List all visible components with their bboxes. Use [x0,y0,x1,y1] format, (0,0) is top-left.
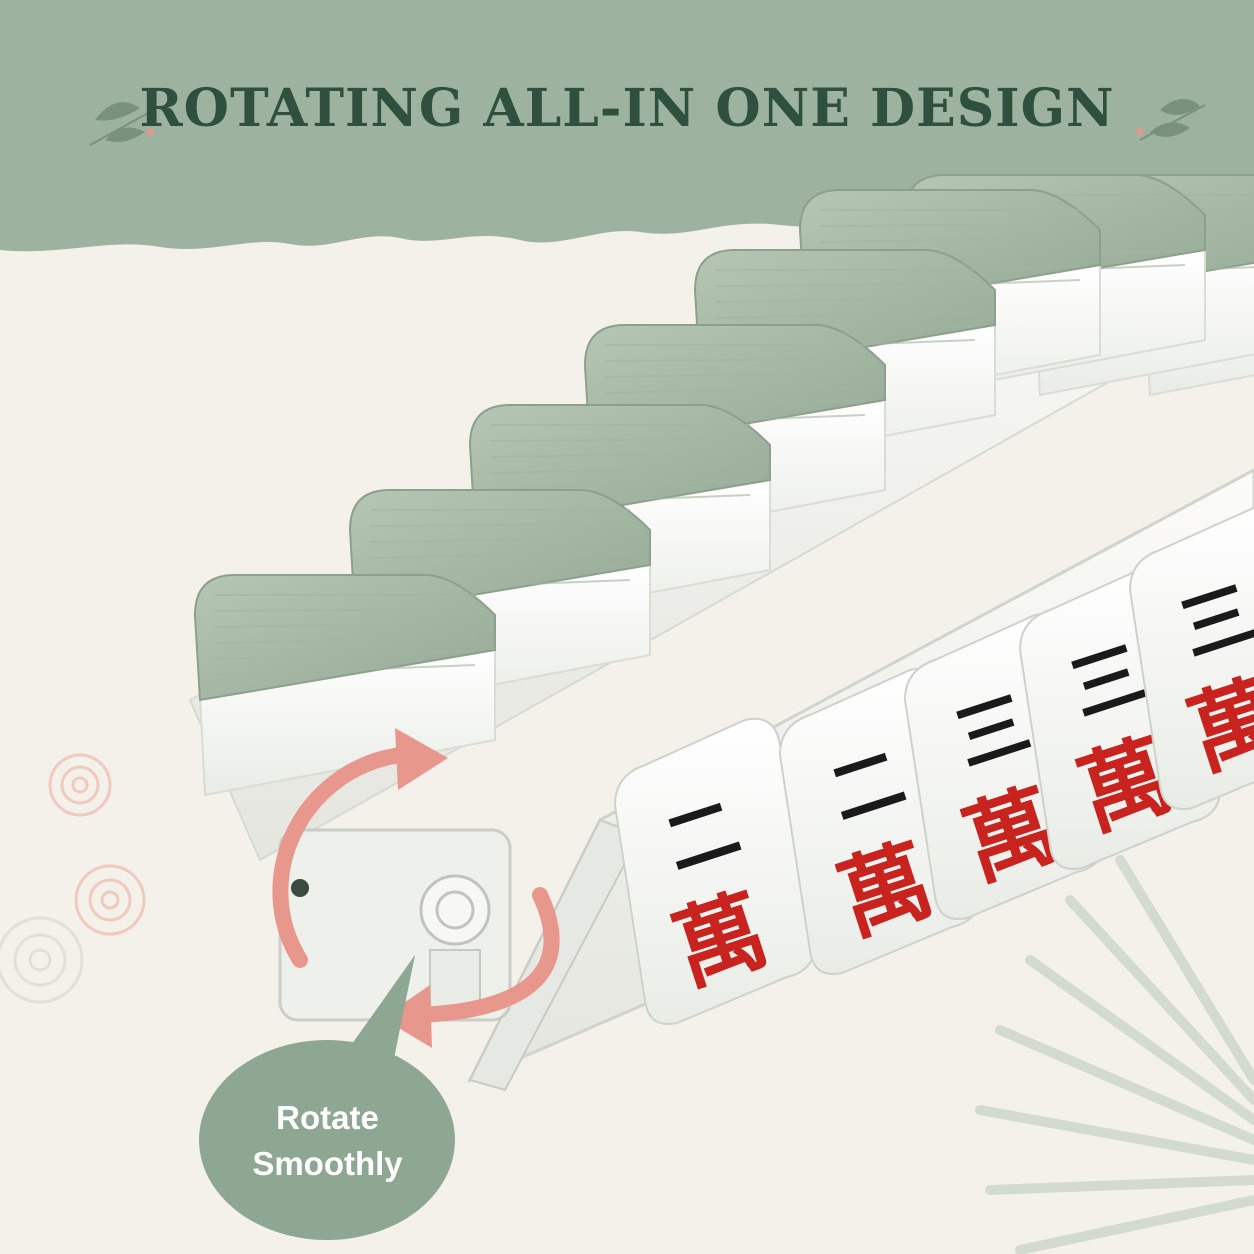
decorative-circles-grey [0,916,84,1004]
callout-line-1: Rotate [276,1099,379,1136]
palm-leaf-icon [975,855,1254,1254]
mahjong-tile: 三萬 [1128,506,1254,810]
decorative-circles [48,753,146,936]
callout-line-2: Smoothly [252,1145,403,1182]
right-leaf-icon [1136,98,1206,141]
arrow-head-icon [382,728,448,1048]
green-tile [193,574,496,797]
callout-text: Rotate Smoothly [205,1095,450,1187]
mahjong-tile: 二萬 [613,717,817,1025]
rotate-arrow-icon [272,747,560,1023]
left-leaf-icon [89,102,154,146]
callout-bubble [199,955,455,1240]
green-tile-row [193,174,1254,797]
page-title: ROTATING ALL-IN ONE DESIGN [139,78,1115,139]
